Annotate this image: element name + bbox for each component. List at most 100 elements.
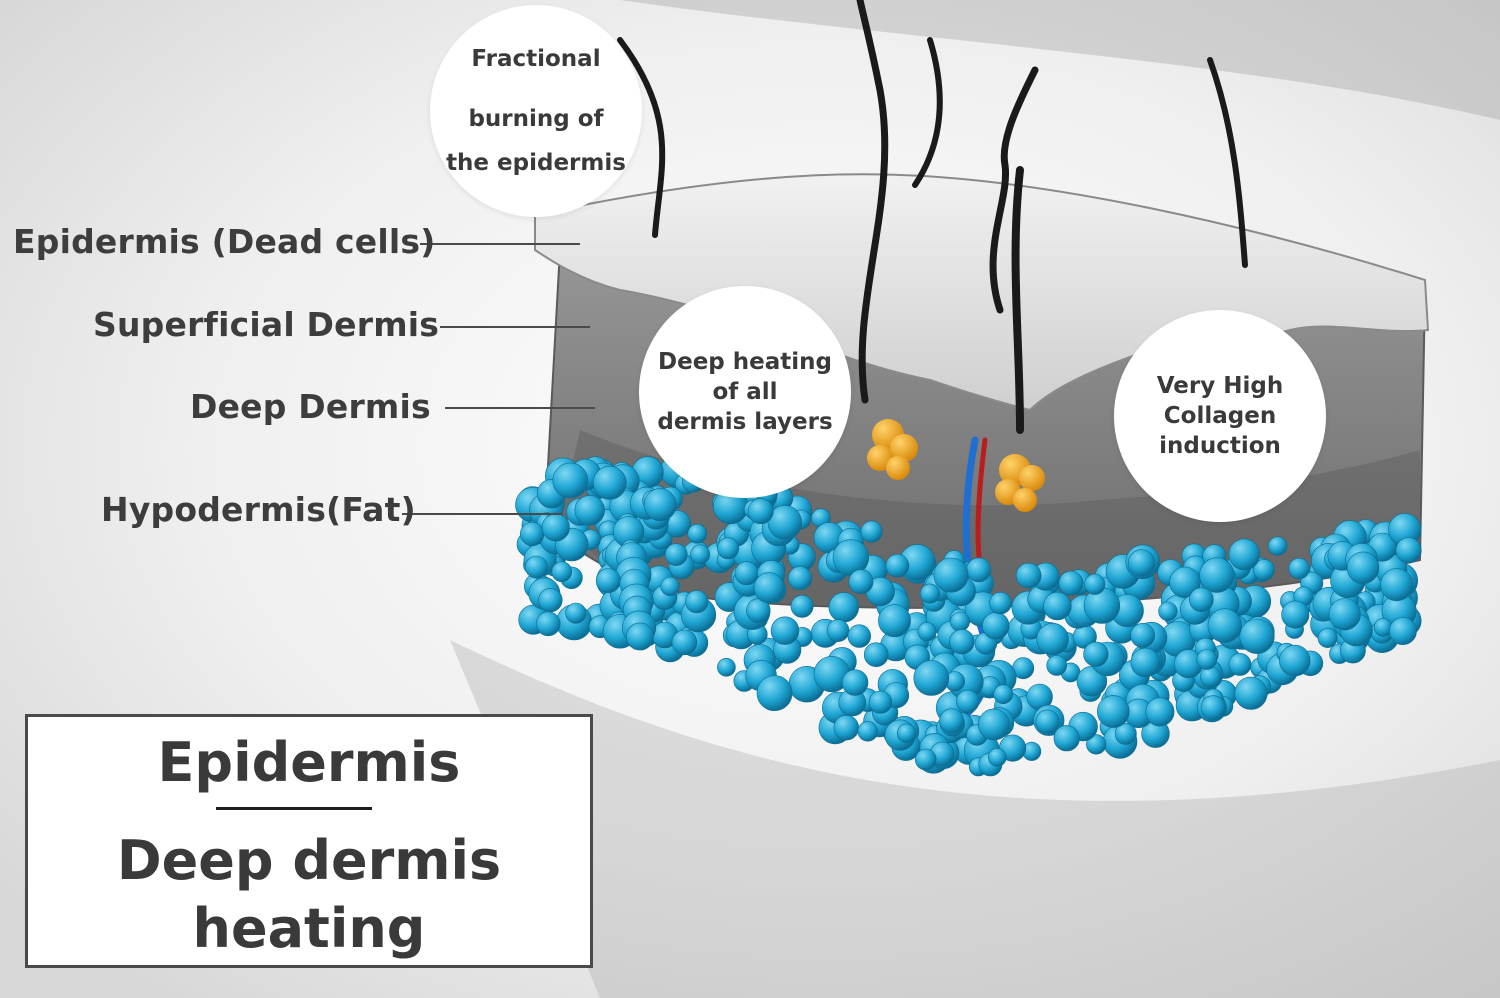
callout-deep-heating-line3: dermis layers (657, 409, 833, 435)
callout-fractional-line3: the epidermis (446, 150, 626, 176)
title-deep-dermis: Deep dermis (116, 829, 502, 892)
fat-cell (690, 544, 711, 565)
fat-cell (626, 622, 654, 651)
fat-cell (1043, 591, 1072, 621)
fat-cell (1145, 697, 1175, 727)
fat-cell (1169, 566, 1201, 599)
fat-cell (717, 537, 740, 560)
fat-cell (885, 553, 910, 578)
fat-cell (1114, 722, 1137, 745)
fat-cell (685, 590, 709, 614)
fat-cell (978, 708, 1010, 741)
fat-cell (1328, 598, 1361, 631)
hair-strand (1207, 57, 1248, 268)
fat-cell (989, 591, 1012, 615)
fat-cell (1346, 551, 1380, 584)
fat-cell (1228, 653, 1252, 676)
fat-cell (1199, 557, 1235, 593)
fat-cell (955, 689, 980, 714)
fat-cell (574, 495, 605, 526)
fat-cell (1281, 600, 1310, 629)
fat-cell (671, 629, 698, 656)
callout-collagen-line1: Very High (1156, 373, 1284, 399)
fat-cell (1083, 641, 1109, 667)
fat-cell (1317, 628, 1338, 648)
fat-cell (767, 505, 802, 540)
fat-cell (525, 555, 548, 579)
fat-cell (519, 521, 545, 547)
fat-cell (1158, 601, 1178, 621)
label-hypodermis: Hypodermis(Fat) (101, 490, 416, 529)
fat-cell (868, 690, 893, 714)
fat-cell (595, 568, 621, 594)
fat-cell (747, 498, 774, 525)
fat-cell (565, 602, 587, 624)
callout-collagen-line3: induction (1159, 433, 1281, 459)
fat-cell (914, 748, 937, 771)
fat-cell (664, 543, 688, 566)
fat-cell (966, 557, 992, 583)
fat-cell (828, 592, 859, 623)
sebaceous-gland (867, 419, 918, 480)
fat-cell (1228, 538, 1261, 571)
label-epidermis: Epidermis (Dead cells) (13, 222, 436, 261)
fat-cell (1380, 568, 1414, 602)
fat-cell (770, 616, 800, 645)
fat-cell (1036, 622, 1069, 656)
hair-strand (856, 0, 889, 404)
fat-cell (950, 611, 970, 632)
fat-cell (1035, 709, 1060, 734)
leader-line-deep-dermis (445, 407, 595, 409)
fat-cell (756, 675, 793, 712)
fat-cell (863, 642, 889, 668)
fat-cell (1058, 570, 1084, 596)
fat-cell (746, 598, 771, 623)
fat-cell (848, 569, 874, 595)
hair-strand (1011, 166, 1024, 434)
hair-strand (989, 66, 1039, 314)
fat-cell (790, 594, 814, 618)
callout-collagen-line2: Collagen (1163, 403, 1277, 429)
fat-cell (1130, 647, 1161, 678)
hypodermis-fat-cells (515, 453, 1422, 777)
fat-cell (1127, 549, 1156, 577)
fat-cell (913, 660, 950, 696)
fat-cell (860, 520, 883, 543)
fat-cell (643, 488, 677, 522)
fat-cell (1046, 655, 1067, 676)
fat-cell (535, 611, 561, 637)
fat-cell (541, 513, 570, 542)
fat-cell (896, 723, 917, 743)
title-heating: heating (192, 897, 426, 960)
fat-cell (1239, 618, 1275, 654)
callout-collagen-induction: Very High Collagen induction (1114, 310, 1326, 522)
fat-cell (917, 622, 937, 642)
fat-cell (987, 747, 1007, 767)
fat-cell (1207, 608, 1243, 643)
fat-cell (1395, 537, 1422, 564)
fat-cell (1389, 617, 1417, 646)
fat-cell (841, 669, 869, 696)
label-deep-dermis: Deep Dermis (190, 387, 431, 426)
fat-cell (1200, 695, 1226, 720)
fat-cell (939, 708, 965, 734)
fat-cell (753, 572, 785, 604)
fat-cell (833, 714, 859, 741)
fat-cell (1288, 557, 1310, 580)
fat-cell (826, 619, 850, 642)
fat-cell (552, 462, 589, 499)
fat-cell (1053, 725, 1080, 752)
fat-cell (993, 684, 1014, 705)
fat-cell (1196, 649, 1218, 670)
fat-cell (592, 465, 627, 500)
callout-deep-heating-line2: of all (712, 379, 778, 405)
fat-cell (717, 657, 736, 677)
fat-cell (1189, 587, 1214, 613)
fat-cell (1097, 695, 1130, 728)
label-superficial-dermis: Superficial Dermis (93, 305, 440, 344)
fat-cell (687, 523, 708, 544)
fat-cell (1268, 536, 1288, 556)
fat-cell (1279, 644, 1311, 677)
fat-cell (949, 629, 975, 655)
fat-cell (551, 561, 573, 583)
